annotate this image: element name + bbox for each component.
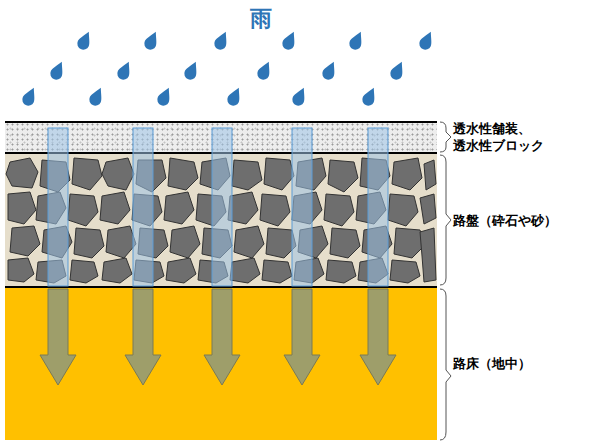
layer-label: 路床（地中） [453, 355, 592, 373]
base-course-band: 路盤（砕石や砂） [5, 154, 437, 287]
layer-lines [5, 122, 437, 287]
diagram-title: 雨 [250, 4, 272, 34]
brackets [440, 122, 451, 440]
layer-label: 透水性舗装、 透水性ブロック [453, 120, 592, 155]
gravel-stones [6, 158, 436, 283]
subgrade-band: 路床（地中） [5, 288, 437, 440]
pavement-band: 透水性舗装、 透水性ブロック [5, 122, 437, 153]
raindrops [20, 29, 436, 107]
layer-label: 路盤（砕石や砂） [453, 212, 592, 230]
water-flow-arrows [48, 128, 388, 286]
infiltration-arrows [40, 289, 396, 385]
